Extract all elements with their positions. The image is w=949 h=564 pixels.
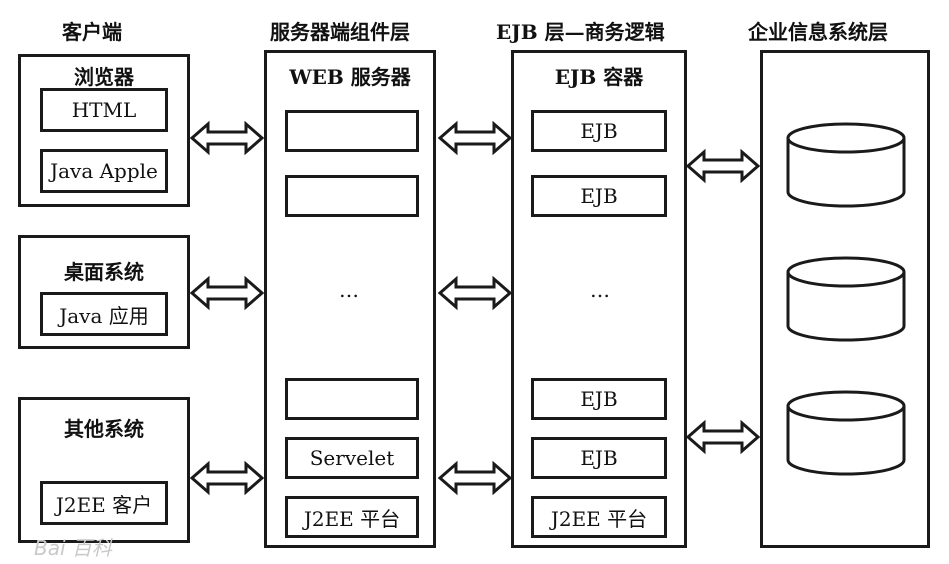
html-box: HTML <box>40 88 168 132</box>
java-app-box: Java 应用 <box>40 292 168 336</box>
watermark-logo: Bai 百科 <box>34 536 112 560</box>
j2ee-client-box: J2EE 客户 <box>40 481 168 525</box>
ejb-component-4: EJB <box>531 437 667 479</box>
ejb-ellipsis: … <box>590 278 611 302</box>
browser-title: 浏览器 <box>74 65 134 89</box>
ejb-container-box: EJB 容器 EJB EJB … EJB EJB J2EE 平台 <box>511 50 687 548</box>
arrow-other-web <box>190 462 264 494</box>
arrow-ejb-eis-top <box>686 150 760 182</box>
web-j2ee-platform-box: J2EE 平台 <box>285 496 419 538</box>
web-tier-header: 服务器端组件层 <box>270 20 410 44</box>
ejb-component-2: EJB <box>531 175 667 217</box>
web-slot-1 <box>285 110 419 152</box>
other-system-box: 其他系统 J2EE 客户 <box>18 397 190 543</box>
web-server-title: WEB 服务器 <box>289 65 411 89</box>
arrow-desktop-web <box>190 277 264 309</box>
database-icon <box>786 256 906 342</box>
other-system-title: 其他系统 <box>64 417 144 441</box>
arrow-web-ejb-top <box>438 122 512 154</box>
database-icon <box>786 122 906 208</box>
arrow-browser-web <box>190 122 264 154</box>
arrow-ejb-eis-bottom <box>686 421 760 453</box>
database-icon <box>786 390 906 476</box>
desktop-system-box: 桌面系统 Java 应用 <box>18 235 190 349</box>
java-applet-box: Java Apple <box>40 149 168 193</box>
servlet-box: Servelet <box>285 437 419 479</box>
browser-box: 浏览器 HTML Java Apple <box>18 54 190 207</box>
ejb-tier-header: EJB 层—商务逻辑 <box>496 20 665 44</box>
web-slot-2 <box>285 175 419 217</box>
desktop-system-title: 桌面系统 <box>64 260 144 284</box>
web-ellipsis: … <box>339 278 360 302</box>
ejb-container-title: EJB 容器 <box>554 65 644 89</box>
web-server-box: WEB 服务器 … Servelet J2EE 平台 <box>264 50 436 548</box>
client-tier-header: 客户端 <box>62 20 122 44</box>
web-slot-3 <box>285 378 419 420</box>
eis-tier-header: 企业信息系统层 <box>748 20 888 44</box>
ejb-component-1: EJB <box>531 110 667 152</box>
arrow-web-ejb-middle <box>438 277 512 309</box>
ejb-j2ee-platform-box: J2EE 平台 <box>531 496 667 538</box>
arrow-web-ejb-bottom <box>438 462 512 494</box>
ejb-component-3: EJB <box>531 378 667 420</box>
